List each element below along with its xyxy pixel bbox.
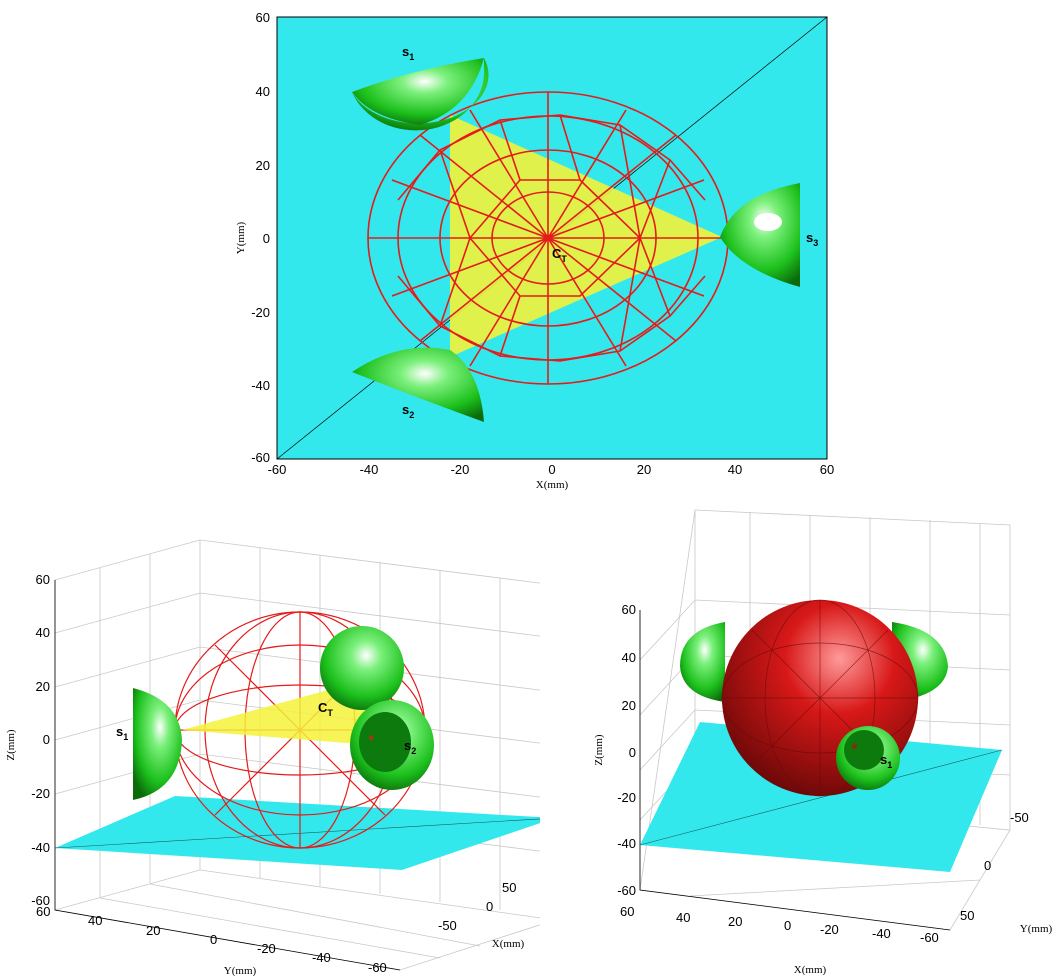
x-tick: 0 xyxy=(548,462,555,477)
sensor-s3-label: s3 xyxy=(806,230,818,248)
y-tick: -60 xyxy=(368,960,387,975)
centroid-label: CT xyxy=(318,700,333,718)
z-axis-label: Z(mm) xyxy=(5,729,17,760)
x-tick: -50 xyxy=(438,918,457,933)
x-tick: -40 xyxy=(360,462,379,477)
y-tick: -20 xyxy=(257,941,276,956)
geodesic-mesh xyxy=(367,91,729,385)
x-ticks: 60 40 20 0 -20 -40 -60 xyxy=(620,904,939,945)
y-axis-label: Y(mm) xyxy=(235,221,247,254)
z-tick: -20 xyxy=(31,786,50,801)
z-tick: -60 xyxy=(617,883,636,898)
sensor-s3 xyxy=(720,183,800,287)
z-ticks: 60 40 20 0 -20 -40 -60 xyxy=(31,572,50,908)
y-ticks: 60 40 20 0 -20 -40 -60 xyxy=(36,904,387,975)
sensor-s1-label: s1 xyxy=(880,752,892,770)
sensor-s1 xyxy=(133,688,182,800)
y-axis-label: Y(mm) xyxy=(1020,923,1053,935)
z-tick: 60 xyxy=(36,572,50,587)
sensor-s1-label: s1 xyxy=(402,44,414,62)
right-3d-plot: * s1 60 40 20 0 -20 -40 -60 60 40 20 0 -… xyxy=(593,509,1053,976)
sensor-s1-label: s1 xyxy=(116,724,128,742)
x-tick: 0 xyxy=(784,918,791,933)
y-tick: 40 xyxy=(256,84,270,99)
x-ticks: -60 -40 -20 0 20 40 60 xyxy=(268,462,835,477)
z-ticks: 60 40 20 0 -20 -40 -60 xyxy=(617,602,636,898)
ground-plane xyxy=(640,722,1002,872)
x-tick: 50 xyxy=(502,880,516,895)
z-tick: 0 xyxy=(43,732,50,747)
x-tick: -20 xyxy=(451,462,470,477)
x-tick: -40 xyxy=(872,926,891,941)
z-tick: -60 xyxy=(31,893,50,908)
top-view-plot: s1 s2 s3 CT -60 -40 -20 0 20 40 60 60 40… xyxy=(235,10,835,491)
centroid-label: CT xyxy=(552,246,567,264)
y-tick: -40 xyxy=(251,378,270,393)
y-tick: -40 xyxy=(312,950,331,965)
z-tick: -20 xyxy=(617,790,636,805)
x-tick: 40 xyxy=(728,462,742,477)
z-tick: -40 xyxy=(617,836,636,851)
sensor-s1 xyxy=(352,58,489,131)
y-tick: 50 xyxy=(960,908,974,923)
x-axis-label: X(mm) xyxy=(492,938,525,950)
y-tick: 0 xyxy=(263,231,270,246)
y-tick: 20 xyxy=(146,923,160,938)
x-ticks: 50 0 -50 xyxy=(438,880,516,933)
x-axis-label: X(mm) xyxy=(794,964,827,976)
sphere-facets xyxy=(721,599,919,797)
sensor-s2-label: s2 xyxy=(404,738,416,756)
x-tick: 0 xyxy=(486,899,493,914)
z-tick: -40 xyxy=(31,840,50,855)
z-tick: 20 xyxy=(36,679,50,694)
sensor-left xyxy=(680,622,725,702)
y-axis-label: Y(mm) xyxy=(224,965,257,977)
x-tick: -60 xyxy=(268,462,287,477)
z-tick: 40 xyxy=(36,625,50,640)
sensor-s2 xyxy=(352,347,484,422)
y-tick: -20 xyxy=(251,305,270,320)
x-tick: 40 xyxy=(676,910,690,925)
y-tick: -50 xyxy=(1010,810,1029,825)
left-3d-plot: * s1 s2 CT 60 40 20 0 -20 -40 -60 60 40 … xyxy=(5,539,540,977)
center-marker: * xyxy=(368,733,374,750)
y-tick: 60 xyxy=(256,10,270,25)
x-tick: -60 xyxy=(920,930,939,945)
y-ticks: 60 40 20 0 -20 -40 -60 xyxy=(251,10,270,465)
x-tick: 60 xyxy=(620,904,634,919)
x-tick: 20 xyxy=(728,914,742,929)
z-tick: 20 xyxy=(622,698,636,713)
x-tick: 20 xyxy=(637,462,651,477)
sensor-s2-label: s2 xyxy=(402,402,414,420)
y-ticks: -50 0 50 xyxy=(960,810,1029,923)
x-axis-label: X(mm) xyxy=(536,479,569,491)
x-tick: -20 xyxy=(820,922,839,937)
ground-plane xyxy=(55,796,540,870)
sensor-top xyxy=(320,626,404,710)
y-tick: 40 xyxy=(88,913,102,928)
z-tick: 60 xyxy=(622,602,636,617)
x-tick: 60 xyxy=(820,462,834,477)
center-marker: * xyxy=(851,740,858,760)
z-axis-label: Z(mm) xyxy=(593,734,605,765)
y-tick: 0 xyxy=(984,858,991,873)
sensor-triangle xyxy=(182,678,372,745)
z-tick: 0 xyxy=(629,745,636,760)
y-tick: 0 xyxy=(210,932,217,947)
z-tick: 40 xyxy=(622,650,636,665)
grid xyxy=(54,539,540,971)
y-tick: 60 xyxy=(36,904,50,919)
y-tick: 20 xyxy=(256,158,270,173)
y-tick: -60 xyxy=(251,450,270,465)
